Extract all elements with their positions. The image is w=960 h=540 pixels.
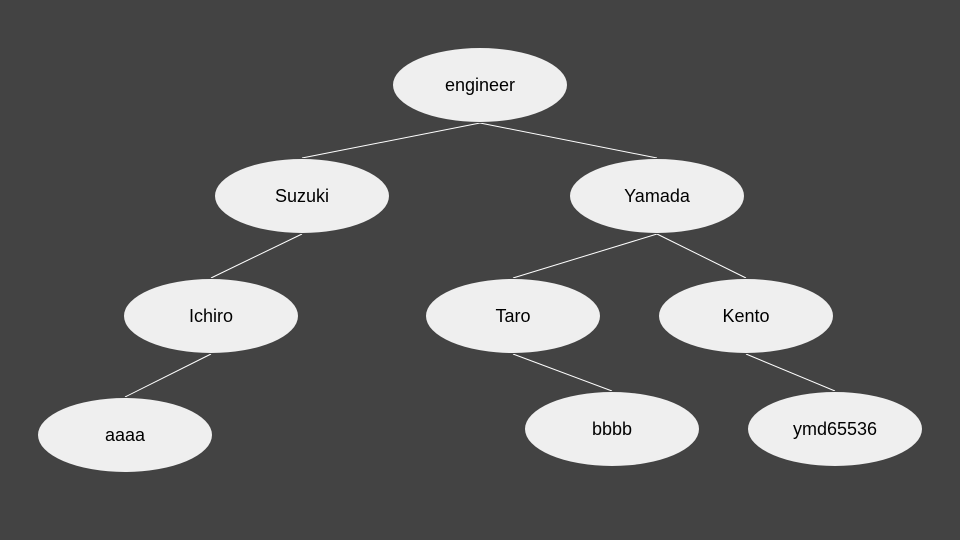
node-suzuki[interactable]: Suzuki [214,158,390,234]
edge-kento-ymd65536 [745,353,836,392]
node-label-bbbb: bbbb [591,418,633,439]
node-bbbb[interactable]: bbbb [524,391,700,467]
node-label-suzuki: Suzuki [274,185,330,206]
node-taro[interactable]: Taro [425,278,601,354]
node-yamada[interactable]: Yamada [569,158,745,234]
node-label-taro: Taro [495,305,531,326]
node-label-yamada: Yamada [624,185,690,206]
node-aaaa[interactable]: aaaa [37,397,213,473]
edge-engineer-suzuki [301,122,481,159]
node-engineer[interactable]: engineer [392,47,568,123]
node-ymd65536[interactable]: ymd65536 [747,391,923,467]
node-label-engineer: engineer [444,74,516,95]
node-ichiro[interactable]: Ichiro [123,278,299,354]
edge-ichiro-aaaa [124,353,212,398]
node-label-ymd65536: ymd65536 [792,418,878,439]
node-kento[interactable]: Kento [658,278,834,354]
edge-taro-bbbb [512,353,613,392]
node-label-ichiro: Ichiro [188,305,233,326]
node-label-kento: Kento [722,305,770,326]
edge-engineer-yamada [479,122,658,159]
edge-suzuki-ichiro [210,233,303,279]
edge-yamada-taro [512,233,658,279]
edge-yamada-kento [656,233,747,279]
node-label-aaaa: aaaa [104,424,146,445]
